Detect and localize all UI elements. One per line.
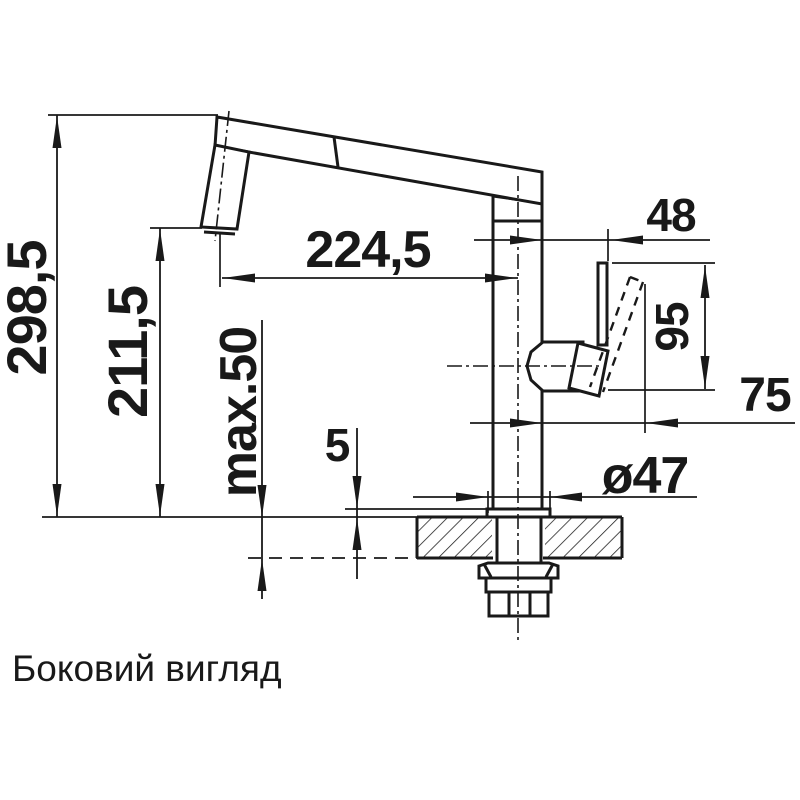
arrow-up-icon <box>155 229 165 261</box>
handle-base-block <box>567 341 610 398</box>
arrow-right-icon <box>510 235 542 245</box>
dim-max-thickness-label: max.50 <box>210 327 268 497</box>
arrow-down-icon <box>155 484 165 516</box>
dim-base-plate-label: 5 <box>325 419 350 471</box>
arrow-right-icon <box>510 418 542 428</box>
dim-handle-reach-label: 75 <box>739 369 791 422</box>
arrow-down-icon <box>700 356 710 388</box>
dim-handle-offset-label: 48 <box>646 189 696 241</box>
countertop-hatch-right <box>545 517 622 558</box>
arrow-left-icon <box>611 235 643 245</box>
dim-spout-reach-label: 224,5 <box>305 221 430 279</box>
dim-base-diameter: ø47 <box>413 447 697 513</box>
dim-handle-reach: 75 <box>470 284 795 433</box>
spout-outlet <box>203 230 236 236</box>
arrow-up-icon <box>352 518 362 550</box>
spout-head <box>199 143 251 231</box>
arrow-down-icon <box>257 485 267 517</box>
dim-outlet-height: 211,5 <box>96 227 202 517</box>
arrow-down-icon <box>52 484 62 516</box>
arrow-left-icon <box>550 492 582 502</box>
arrow-up-icon <box>52 116 62 148</box>
arrow-left-icon <box>223 273 255 283</box>
arrow-right-icon <box>485 273 517 283</box>
dim-total-height: 298,5 <box>0 114 218 517</box>
countertop-section <box>42 515 624 560</box>
arrow-left-icon <box>646 418 678 428</box>
dim-total-height-label: 298,5 <box>0 240 58 375</box>
spout-head-centerline <box>214 110 230 242</box>
washer-chamfer-left <box>482 563 493 578</box>
washer-chamfer-right <box>544 563 555 578</box>
dim-spout-reach: 224,5 <box>219 221 518 287</box>
handle-lever-tilted-dashed <box>588 275 645 393</box>
spout-joint-line <box>332 136 340 168</box>
view-caption: Боковий вигляд <box>12 648 282 689</box>
centerlines <box>214 110 601 640</box>
dim-base-diameter-label: ø47 <box>602 447 689 505</box>
dim-handle-height-label: 95 <box>646 302 698 352</box>
arrow-down-icon <box>352 476 362 508</box>
spout-beam <box>213 115 544 206</box>
arrow-up-icon <box>257 559 267 591</box>
dim-outlet-height-label: 211,5 <box>96 286 159 418</box>
arrow-right-icon <box>456 492 488 502</box>
arrow-up-icon <box>700 266 710 298</box>
handle-lever-upright <box>596 261 609 347</box>
countertop-hatch-left <box>417 517 492 558</box>
dim-base-plate-height: 5 <box>325 419 487 579</box>
dim-handle-offset: 48 <box>474 189 710 261</box>
dim-max-mount-thickness: max.50 <box>210 320 268 599</box>
countertop-outline <box>415 515 624 560</box>
dim-handle-height: 95 <box>608 262 715 391</box>
